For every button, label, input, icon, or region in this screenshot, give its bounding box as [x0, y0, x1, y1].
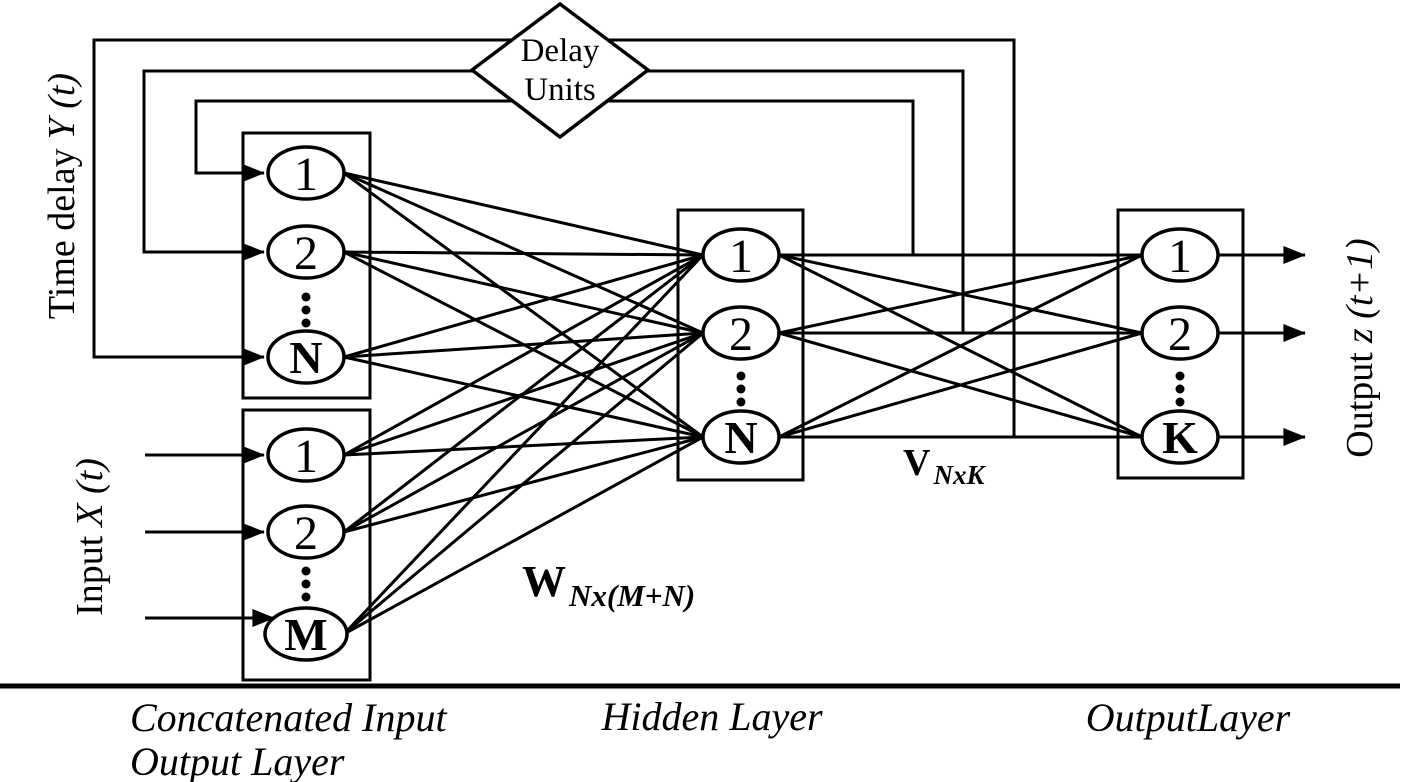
weight-w-base: W	[522, 557, 566, 606]
node-ellipse	[1140, 409, 1220, 465]
label-input: Input X (t)	[69, 458, 111, 616]
vertical-ellipsis	[736, 371, 746, 407]
node-label: 2	[1168, 308, 1192, 361]
node-ellipse	[701, 227, 781, 283]
time-delay-math: Y (t)	[41, 73, 83, 140]
caption-hidden-layer: Hidden Layer	[600, 694, 823, 739]
label-weight-w: WNx(M+N)	[522, 557, 695, 613]
feedback-loop-path	[142, 69, 965, 333]
hidden-layer-nodes: 1 2 N	[701, 227, 781, 465]
connection-line	[342, 253, 705, 636]
connection-line	[343, 435, 704, 636]
feedback-loop-path	[92, 38, 1016, 437]
input-layer-box	[241, 408, 372, 682]
connection-line	[778, 253, 1143, 335]
output-arrows	[1218, 246, 1306, 446]
connection-line	[343, 171, 704, 257]
label-time-delay: Time delay Y (t)	[41, 73, 83, 319]
delay-units-label-line2: Units	[524, 72, 596, 108]
connection-line	[343, 253, 704, 457]
input-arrows	[145, 446, 275, 627]
weight-connections-w	[342, 171, 705, 636]
node-ellipse	[266, 224, 346, 280]
connection-line	[343, 250, 704, 335]
node-ellipse	[263, 606, 349, 662]
weight-w-subscript: Nx(M+N)	[568, 578, 695, 613]
node-label: N	[289, 332, 322, 383]
connection-line	[343, 250, 704, 257]
connection-line	[343, 331, 704, 359]
node-ellipse	[266, 145, 346, 201]
delay-units-label-line1: Delay	[521, 33, 600, 69]
connection-line	[343, 253, 704, 534]
node-ellipse	[701, 409, 781, 465]
node-ellipse	[266, 329, 346, 385]
output-math: z (t+1)	[1339, 238, 1381, 344]
caption-concatenated-line1: Concatenated Input	[130, 695, 447, 740]
feedback-layer-box	[241, 131, 372, 400]
input-layer-nodes: 1 2 M	[263, 427, 349, 662]
node-label: 1	[294, 430, 318, 483]
node-label: 2	[294, 507, 318, 560]
node-ellipse	[1140, 305, 1220, 361]
node-label: 1	[294, 148, 318, 201]
vertical-ellipsis	[1175, 371, 1185, 407]
label-output: Output z (t+1)	[1339, 238, 1381, 457]
vertical-ellipsis	[301, 292, 311, 328]
caption-concatenated-line2: Output Layer	[130, 739, 345, 782]
connection-line	[778, 253, 1143, 439]
node-label: K	[1162, 412, 1198, 463]
node-label: 1	[1168, 230, 1192, 283]
node-ellipse	[266, 504, 346, 560]
connection-line	[343, 253, 704, 359]
delay-units-diamond	[469, 1, 651, 140]
connection-line	[343, 331, 704, 534]
node-label: 1	[729, 230, 753, 283]
node-label: 2	[294, 227, 318, 280]
connection-line	[778, 331, 1143, 439]
node-ellipse	[701, 305, 781, 361]
weight-v-subscript: NxK	[932, 460, 986, 490]
caption-output-layer: OutputLayer	[1086, 695, 1291, 740]
output-layer-box	[1116, 208, 1245, 480]
time-delay-prefix: Time delay	[41, 148, 83, 319]
feedback-loop-path	[194, 99, 915, 255]
node-label: 2	[729, 308, 753, 361]
weight-connections-v	[778, 253, 1143, 439]
feedback-layer-nodes: 1 2 N	[266, 145, 346, 385]
weight-v-base: V	[903, 442, 931, 484]
node-ellipse	[266, 427, 346, 483]
feedback-loop-paths	[92, 38, 1016, 437]
connection-line	[343, 355, 704, 439]
input-prefix: Input	[69, 535, 111, 616]
output-layer-nodes: 1 2 K	[1140, 227, 1220, 465]
input-math: X (t)	[69, 458, 111, 529]
vertical-ellipsis	[301, 566, 311, 602]
node-label: N	[724, 412, 757, 463]
hidden-layer-box	[676, 208, 805, 482]
connection-line	[343, 331, 704, 636]
output-prefix: Output	[1339, 352, 1381, 458]
node-ellipse	[1140, 227, 1220, 283]
node-label: M	[284, 609, 327, 660]
